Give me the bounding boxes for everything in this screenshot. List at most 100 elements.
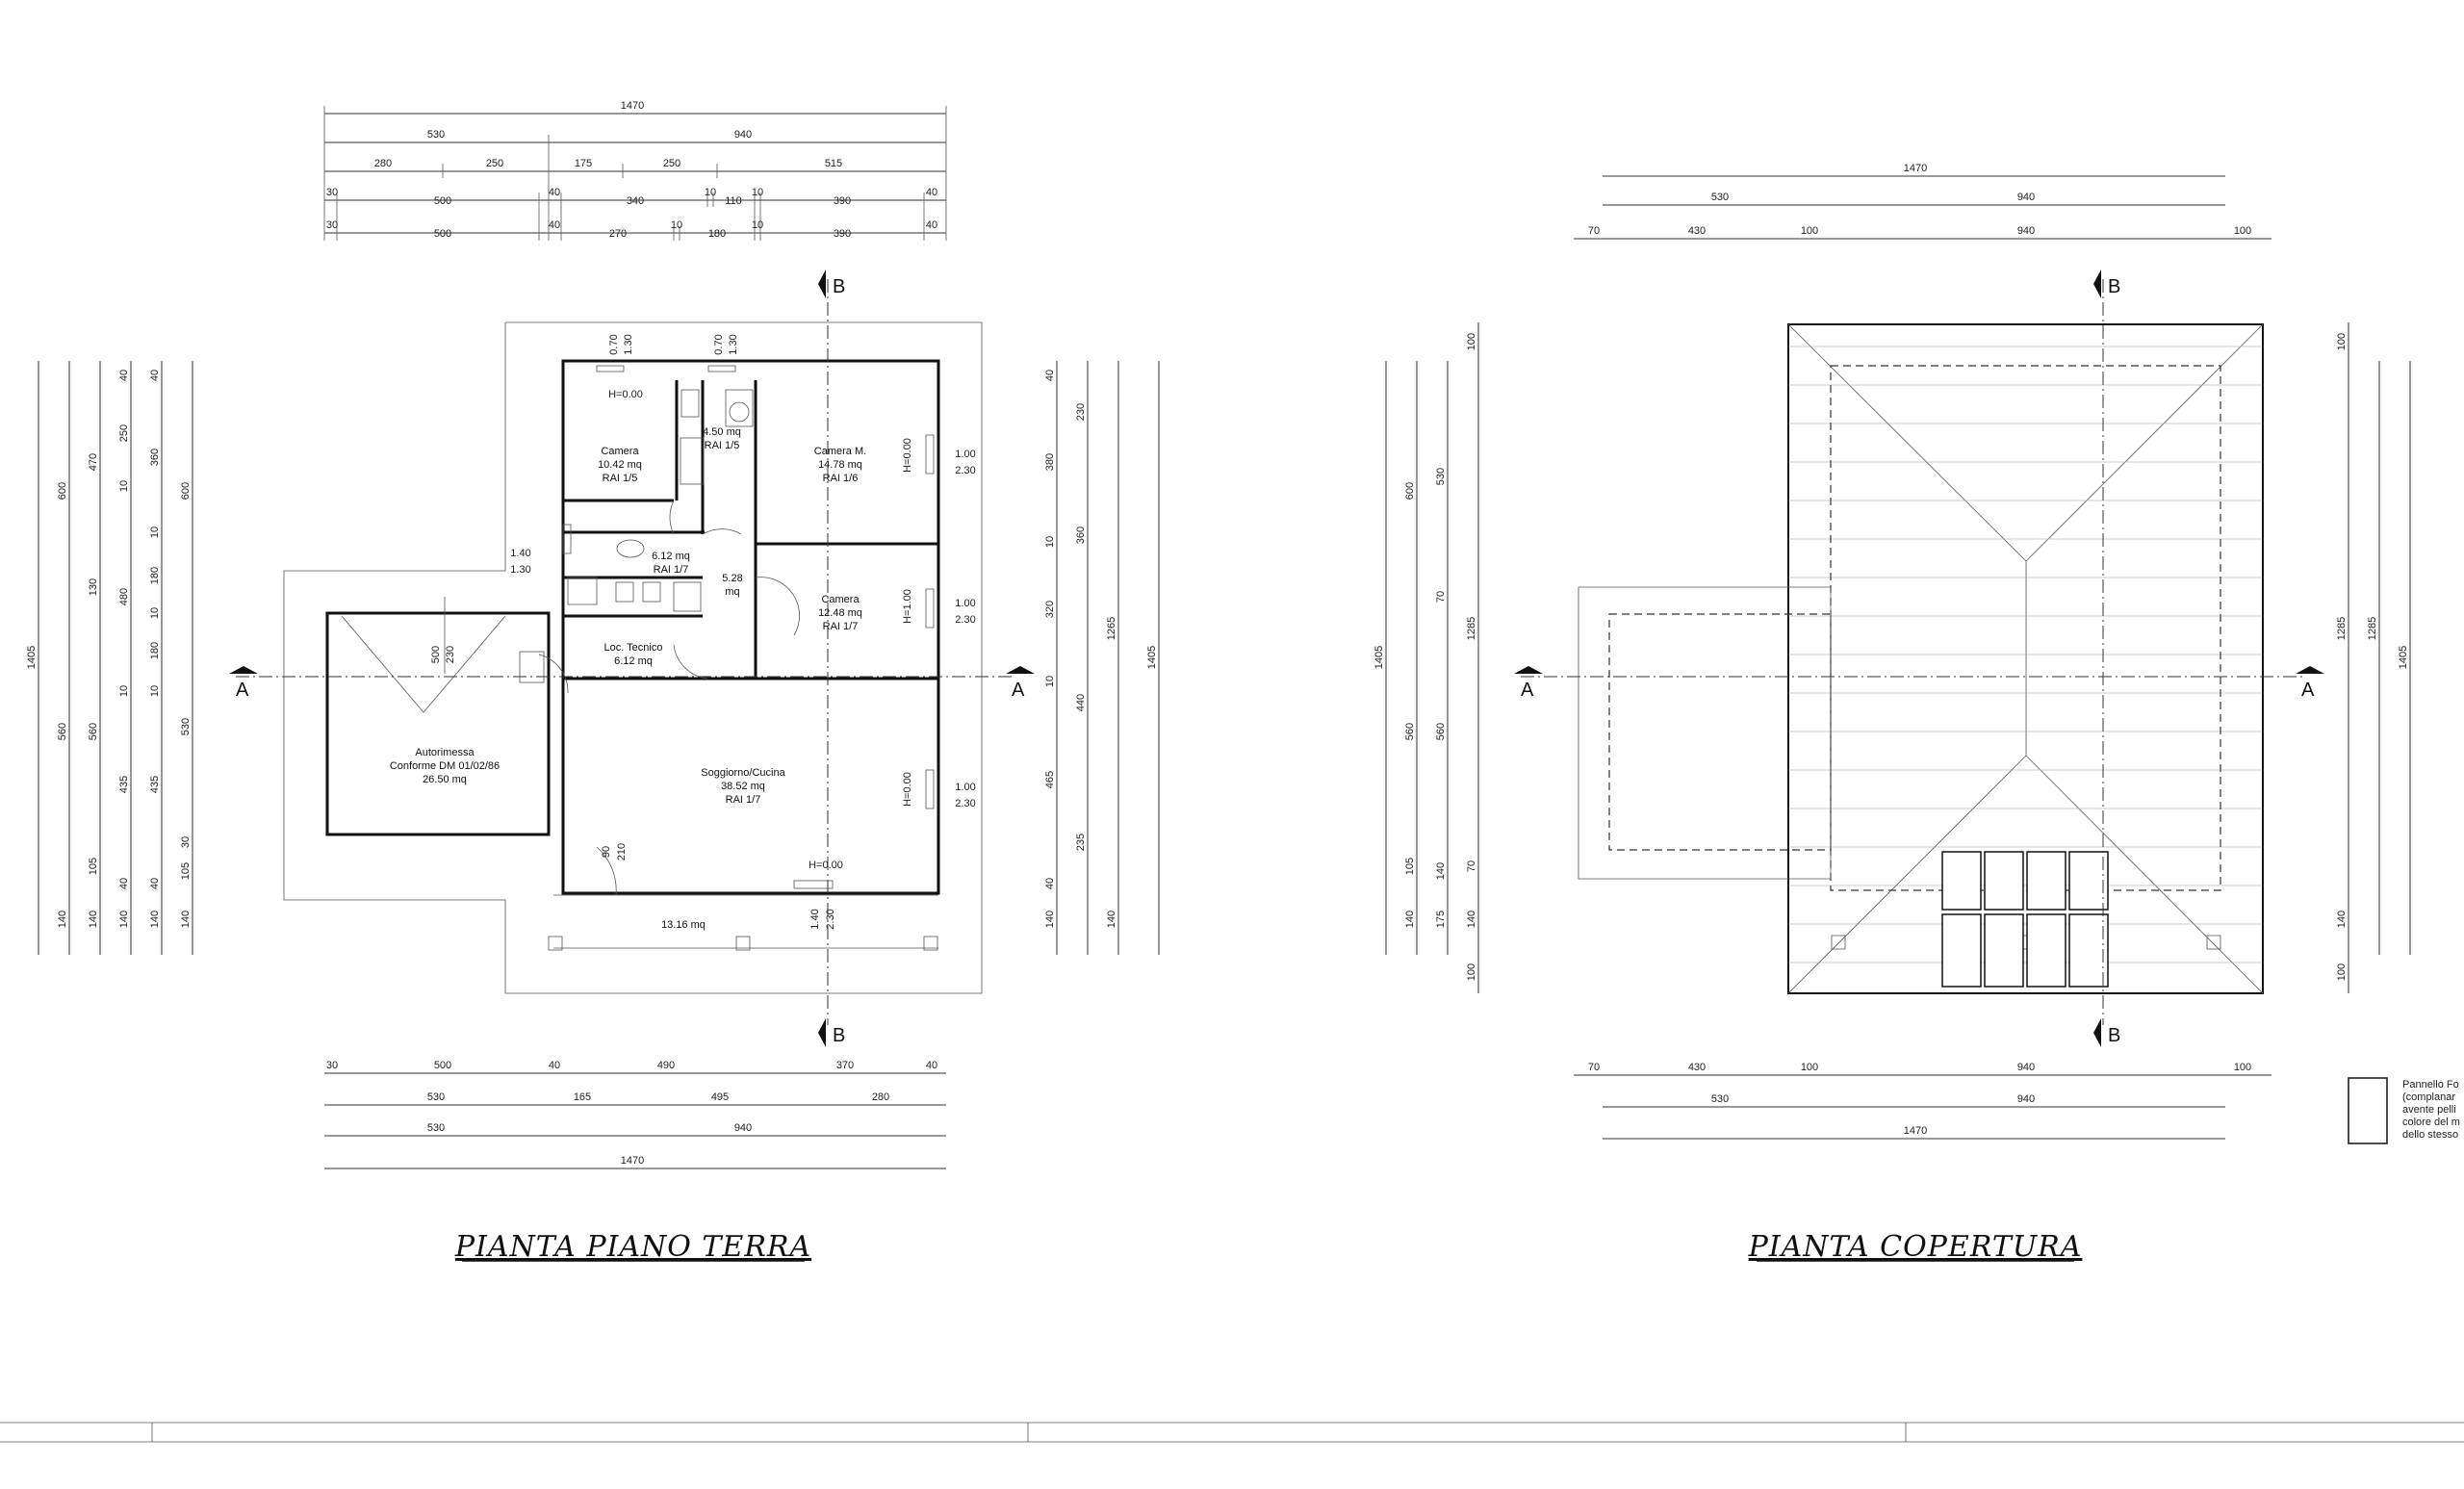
legend-line-3: avente pelli (2402, 1104, 2456, 1116)
room-camera-m-name: Camera M. (814, 446, 866, 457)
ground-dim-top-r4-3: 40 (549, 187, 560, 198)
ground-dim-right-8: 465 (1044, 771, 1056, 788)
solar-panel-legend-swatch (2348, 1077, 2388, 1144)
win-label-12: 1.30 (728, 334, 739, 354)
win-label-9: 1.00 (955, 598, 975, 609)
win-label-4: 1.30 (623, 334, 634, 354)
ground-dim-top-r5-2: 500 (434, 228, 451, 240)
room-bath-2-rai: RAI 1/7 (654, 564, 689, 576)
roof-dim-right-3: 1285 (2367, 617, 2378, 640)
win-label-18: 230 (445, 646, 456, 663)
roof-dim-right-4: 1405 (2398, 646, 2409, 669)
roof-plan-title: PIANTA COPERTURA (1748, 1230, 2083, 1264)
roof-dim-right-0: 100 (2336, 333, 2348, 350)
ground-dim-bottom-r2-4: 280 (872, 1091, 889, 1103)
ground-dim-right-13: 140 (1106, 911, 1117, 928)
ground-dim-left-25: 40 (149, 878, 161, 889)
room-camera-2-area: 12.48 mq (818, 607, 862, 619)
roof-dim-left-0: 1405 (1373, 646, 1385, 669)
section-a-right-arrow (1006, 666, 1035, 674)
solar-panel-legend: Pannello Fo (complanar avente pelli colo… (2348, 1077, 2460, 1144)
ground-dim-right-1: 230 (1075, 403, 1087, 421)
ground-section-lines: B B A A (229, 270, 1035, 1047)
win-label-15: 90 (601, 846, 612, 858)
room-bath-1-area: 4.50 mq (703, 426, 741, 438)
ground-dim-right-2: 380 (1044, 453, 1056, 471)
ground-dim-top-r5-4: 270 (609, 228, 627, 240)
ground-dim-bottom-r2-1: 530 (427, 1091, 445, 1103)
roof-dim-left-6: 70 (1435, 591, 1447, 603)
ground-dim-top-r4-2: 500 (434, 195, 451, 207)
roof-dim-bottom-r1-2: 430 (1688, 1062, 1706, 1073)
ground-dim-left-26: 140 (149, 911, 161, 928)
win-label-13: 1.40 (809, 909, 821, 929)
win-label-16: 210 (616, 843, 628, 860)
win-label-10: 2.30 (955, 614, 975, 626)
ground-dim-top-r2-2: 940 (734, 129, 752, 141)
ground-dim-top-r5-8: 390 (834, 228, 851, 240)
ground-dim-bottom-r2-2: 165 (574, 1091, 591, 1103)
win-label-1: 1.00 (955, 449, 975, 460)
ground-dim-top-r4-1: 30 (326, 187, 338, 198)
ground-dim-left-30: 105 (180, 862, 192, 880)
roof-dim-left-1: 600 (1404, 482, 1416, 500)
ground-dim-bottom-total: 1470 (621, 1155, 644, 1167)
ground-dim-left-4: 470 (88, 453, 99, 471)
roof-bottom-dimensions: 70 430 100 940 100 530 940 1470 (1574, 1062, 2272, 1140)
room-soggiorno-rai: RAI 1/7 (726, 794, 761, 806)
ground-dim-left-15: 40 (118, 878, 130, 889)
ground-dim-right-11: 140 (1044, 911, 1056, 928)
ground-dim-left-3: 140 (57, 911, 68, 928)
roof-section-b-top-label: B (2108, 276, 2120, 297)
porch: 13.16 mq (548, 894, 938, 951)
bathroom-fixtures (567, 389, 754, 612)
ground-dim-left-13: 10 (118, 685, 130, 697)
ground-dim-top-r3-5: 515 (825, 158, 842, 169)
ground-dim-left-2: 560 (57, 723, 68, 740)
ground-dim-left-28: 530 (180, 718, 192, 735)
roof-dim-left-4: 100 (1466, 333, 1477, 350)
roof-dim-top-total: 1470 (1904, 163, 1927, 174)
height-label-5: H=0.00 (808, 860, 843, 871)
ground-dim-top-r4-5: 10 (705, 187, 716, 198)
ground-left-dimensions: 1405 600 560 140 470 130 560 105 140 40 … (26, 361, 193, 955)
roof-dim-bottom-r1-1: 70 (1588, 1062, 1600, 1073)
ground-dim-left-16: 140 (118, 911, 130, 928)
ground-dim-top-r2-1: 530 (427, 129, 445, 141)
room-soggiorno-area: 38.52 mq (721, 781, 765, 792)
ground-dim-left-22: 180 (149, 642, 161, 659)
ground-dim-left-21: 10 (149, 607, 161, 619)
ground-dim-bottom-r1-4: 490 (657, 1060, 675, 1071)
roof-dim-right-1: 1285 (2336, 617, 2348, 640)
windows (562, 365, 935, 889)
ground-dim-bottom-r3-2: 940 (734, 1122, 752, 1134)
ground-dim-left-9: 40 (118, 370, 130, 381)
ground-dim-left-1: 600 (57, 482, 68, 500)
section-a-left-label: A (236, 680, 249, 701)
ground-dim-top-r5-5: 10 (671, 219, 682, 231)
legend-line-2: (complanar (2402, 1091, 2455, 1103)
ground-dim-top-r4-6: 110 (725, 195, 742, 207)
win-label-6: 2.30 (955, 798, 975, 809)
roof-dim-bottom-r1-3: 100 (1801, 1062, 1818, 1073)
room-camera-1-rai: RAI 1/5 (603, 473, 638, 484)
roof-dim-bottom-r2-1: 530 (1711, 1093, 1729, 1105)
ground-dim-left-18: 360 (149, 449, 161, 466)
room-loc-tecnico-area: 6.12 mq (614, 655, 653, 667)
ground-top-dimensions: 1470 530 940 280 250 175 250 515 30 500 … (323, 100, 947, 241)
roof-dim-right-2: 140 (2336, 911, 2348, 928)
ground-dim-right-6: 10 (1044, 676, 1056, 687)
room-camera-m-area: 14.78 mq (818, 459, 862, 471)
ground-walls (561, 359, 940, 895)
roof-top-dimensions: 1470 530 940 70 430 100 940 100 (1574, 163, 2272, 240)
ground-dim-left-14: 435 (118, 776, 130, 793)
roof-dim-left-8: 175 (1435, 911, 1447, 928)
roof-dim-top-r3-2: 430 (1688, 225, 1706, 237)
ground-dim-left-10: 250 (118, 424, 130, 442)
ground-dim-bottom-r1-3: 40 (549, 1060, 560, 1071)
win-label-3: 0.70 (608, 334, 620, 354)
ground-dim-right-5: 320 (1044, 601, 1056, 618)
roof-dim-left-7: 560 (1435, 723, 1447, 740)
ground-dim-top-r3-4: 250 (663, 158, 680, 169)
